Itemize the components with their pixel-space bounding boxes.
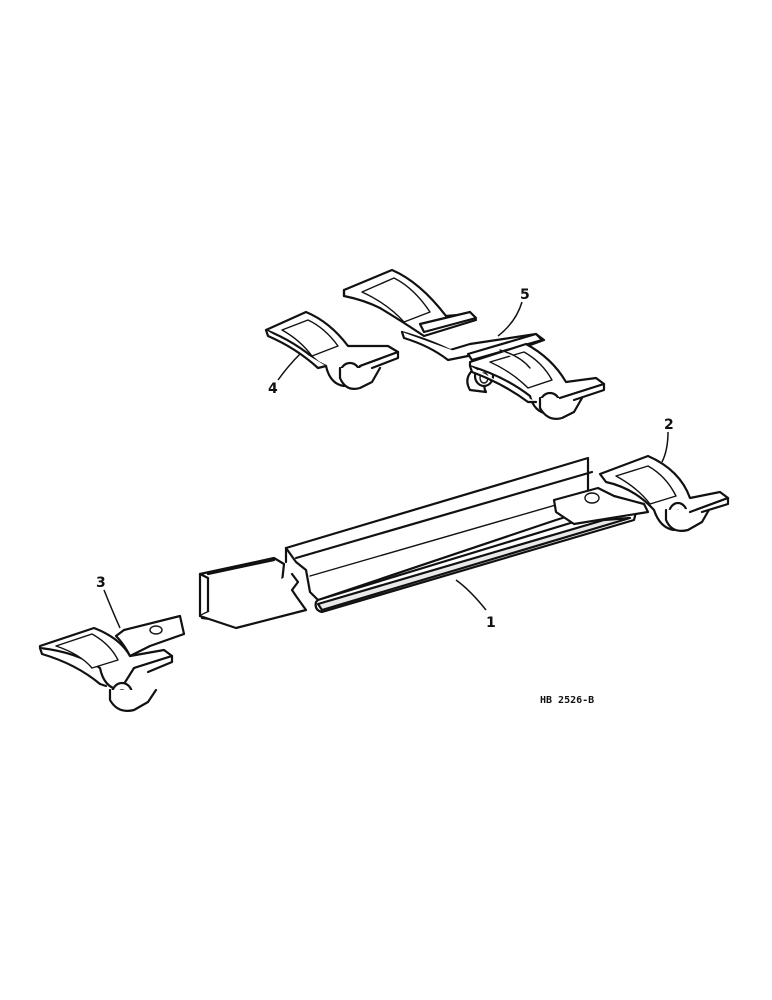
part-3-attachment-link: [38, 614, 186, 712]
callout-2: 2: [664, 417, 674, 433]
leader-line-3: [103, 589, 121, 629]
part-2-attachment-link: [552, 454, 730, 532]
leader-line-1: [455, 579, 487, 611]
leader-line-4: [277, 353, 301, 381]
callout-4: 4: [268, 381, 278, 397]
part-1-angle-slat: [198, 456, 638, 630]
leader-line-5: [497, 301, 523, 337]
part-5-chain-assembly: [342, 268, 606, 420]
callout-1: 1: [486, 615, 496, 631]
leader-line-2: [661, 431, 669, 463]
part-4-chain-link: [264, 310, 400, 390]
callout-5: 5: [520, 287, 530, 303]
callout-3: 3: [96, 575, 106, 591]
figure-id: HB 2526-B: [540, 695, 594, 706]
